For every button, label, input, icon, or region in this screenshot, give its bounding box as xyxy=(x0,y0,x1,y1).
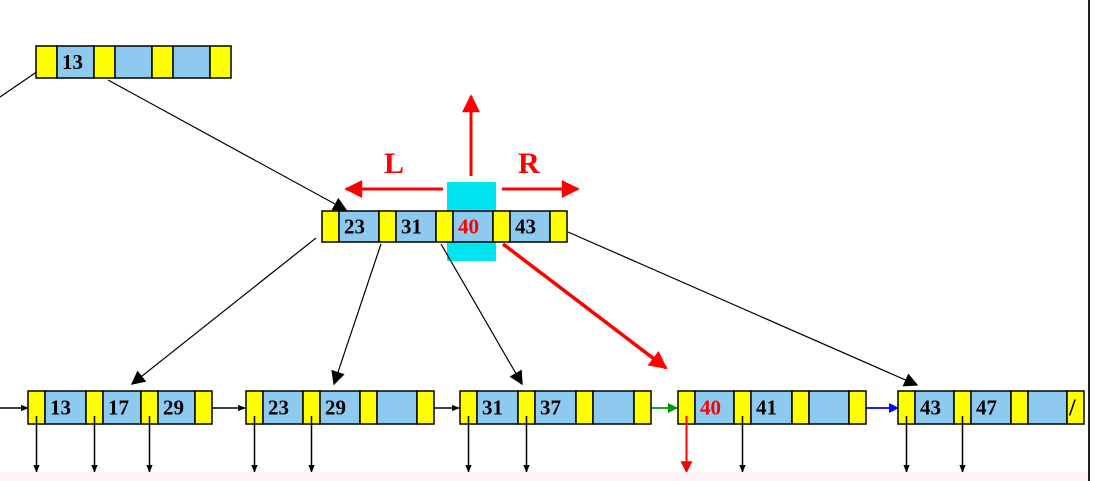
tree-edges xyxy=(0,70,919,387)
leaf-node-1: 13 17 29 xyxy=(27,390,213,425)
pointer-slot xyxy=(492,210,511,243)
window-frame-right xyxy=(1088,0,1103,481)
key-label: 37 xyxy=(540,396,561,420)
pointer-slot xyxy=(194,390,213,425)
key-slot xyxy=(157,390,196,425)
key-slot xyxy=(1027,390,1068,425)
pointer-slot xyxy=(416,390,435,425)
key-label: 29 xyxy=(163,396,184,420)
key-slot xyxy=(452,210,494,243)
leaf-node-4: 40 41 xyxy=(677,390,867,425)
leaf-node-2: 23 29 xyxy=(245,390,435,425)
pointer-slot xyxy=(359,390,378,425)
pointer-slot xyxy=(549,210,568,243)
leaf-down-pointers xyxy=(33,416,966,474)
pointer-slot xyxy=(633,390,652,425)
key-slot xyxy=(808,390,850,425)
edge-internal-leaf-5 xyxy=(567,231,919,387)
key-label: 31 xyxy=(482,396,503,420)
key-slot xyxy=(172,45,211,79)
pointer-slot xyxy=(321,210,340,243)
internal-node: 23 31 40 43 xyxy=(321,210,568,243)
key-label: 43 xyxy=(515,215,536,239)
null-terminator: / xyxy=(1068,396,1076,422)
pointer-slot xyxy=(791,390,810,425)
key-slot xyxy=(534,390,577,425)
right-label: R xyxy=(518,147,540,180)
root-node: 13 xyxy=(35,45,232,79)
key-label: 13 xyxy=(62,50,83,74)
key-slot xyxy=(694,390,735,425)
key-label: 40 xyxy=(458,215,479,239)
pointer-slot xyxy=(93,45,116,79)
pointer-slot xyxy=(848,390,867,425)
edge-offscreen-root xyxy=(0,70,39,98)
direction-arrows: L R xyxy=(344,94,580,198)
key-slot xyxy=(476,390,519,425)
left-label: L xyxy=(384,147,404,180)
key-label: 31 xyxy=(401,215,422,239)
window-frame-bottom xyxy=(0,472,1088,481)
leaf-node-3: 31 37 xyxy=(459,390,652,425)
key-slot xyxy=(319,390,361,425)
key-slot xyxy=(114,45,153,79)
edge-internal-leaf-4 xyxy=(501,242,668,370)
key-label: 13 xyxy=(50,396,71,420)
edge-root-internal xyxy=(107,79,348,211)
pointer-slot xyxy=(35,45,58,79)
pointer-slot xyxy=(378,210,397,243)
pointer-slot xyxy=(151,45,174,79)
key-label: 47 xyxy=(976,396,997,420)
key-label: 17 xyxy=(108,396,129,420)
key-label: 43 xyxy=(920,396,941,420)
key-slot xyxy=(376,390,418,425)
nodes: 13 23 31 40 43 13 17 29 23 29 31 37 40 41 43 47 / xyxy=(27,45,1085,425)
pointer-slot xyxy=(1066,390,1085,425)
pointer-slot xyxy=(209,45,232,79)
pointer-slot xyxy=(1010,390,1029,425)
key-label: 40 xyxy=(700,396,721,420)
edge-internal-leaf-2 xyxy=(331,243,382,386)
key-slot xyxy=(338,210,380,243)
pointer-slot xyxy=(435,210,454,243)
key-label: 29 xyxy=(325,396,346,420)
key-label: 23 xyxy=(268,396,289,420)
edge-internal-leaf-3 xyxy=(440,243,523,386)
key-label: 23 xyxy=(344,215,365,239)
key-slot xyxy=(44,390,87,425)
edge-internal-leaf-1 xyxy=(130,237,317,385)
leaf-node-5: 43 47 / xyxy=(897,390,1085,425)
key-slot xyxy=(750,390,793,425)
key-label: 41 xyxy=(756,396,777,420)
key-slot xyxy=(592,390,635,425)
pointer-slot xyxy=(575,390,594,425)
